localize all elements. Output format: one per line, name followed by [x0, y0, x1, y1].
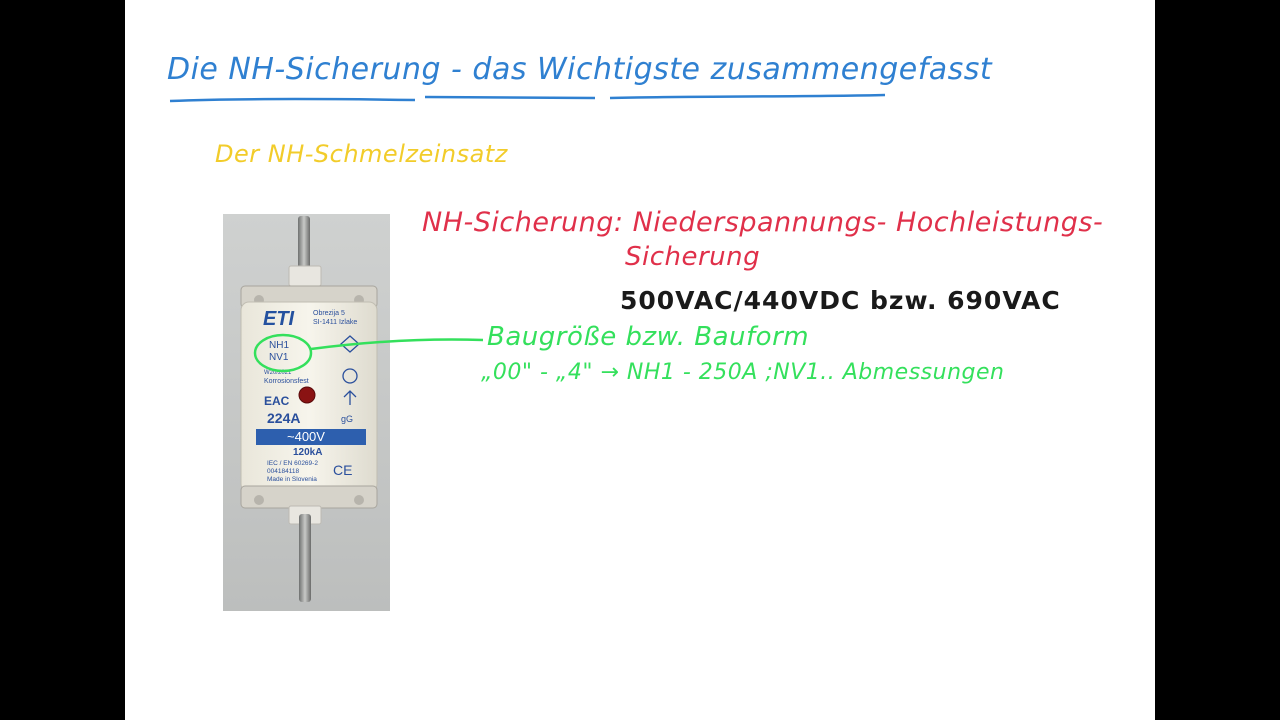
fuse-voltage-rating: ~400V — [287, 429, 325, 444]
fuse-ce-mark: CE — [333, 462, 353, 478]
voltage-rating-line: 500VAC/440VDC bzw. 690VAC — [620, 286, 1061, 315]
voltage-band — [256, 429, 366, 445]
fuse-eac-mark: EAC — [264, 394, 290, 408]
fuse-indicator — [298, 386, 316, 404]
fuse-class: gG — [341, 414, 354, 424]
fuse-code: 004184118 — [267, 468, 300, 475]
notes-title: Die NH-Sicherung - das Wichtigste zusamm… — [167, 52, 993, 87]
fuse-breaking-capacity: 120kA — [293, 447, 323, 458]
fuse-coating: Korrosionsfest — [264, 378, 309, 385]
fuse-origin: Made in Slovenia — [267, 476, 317, 483]
fuse-current-rating: 224A — [267, 410, 301, 426]
fuse-type-line-1: NH1 — [269, 340, 290, 351]
notes-subtitle: Der NH-Schmelzeinsatz — [215, 140, 508, 168]
size-range-line: „00" - „4" → NH1 - 250A ;NV1.. Abmessung… — [481, 360, 1005, 385]
fuse-date-code: W20/2021 — [264, 370, 292, 376]
fuse-maker-line-2: SI-1411 Izlake — [313, 319, 358, 326]
size-heading-line: Baugröße bzw. Bauform — [487, 322, 810, 352]
definition-line-2: Sicherung — [625, 242, 761, 272]
fuse-standard: IEC / EN 60269-2 — [267, 460, 318, 467]
fuse-type-line-2: NV1 — [269, 352, 289, 363]
whiteboard-canvas: Die NH-Sicherung - das Wichtigste zusamm… — [125, 0, 1155, 720]
definition-line-1: NH-Sicherung: Niederspannungs- Hochleist… — [422, 207, 1104, 238]
fuse-drawing — [240, 216, 378, 602]
fuse-photo: ETI Obrezija 5 SI-1411 Izlake NH1 NV1 W2… — [223, 214, 390, 611]
bottom-contact-blade — [299, 514, 311, 602]
fuse-maker-line-1: Obrezija 5 — [313, 310, 345, 317]
fuse-brand: ETI — [263, 308, 295, 330]
